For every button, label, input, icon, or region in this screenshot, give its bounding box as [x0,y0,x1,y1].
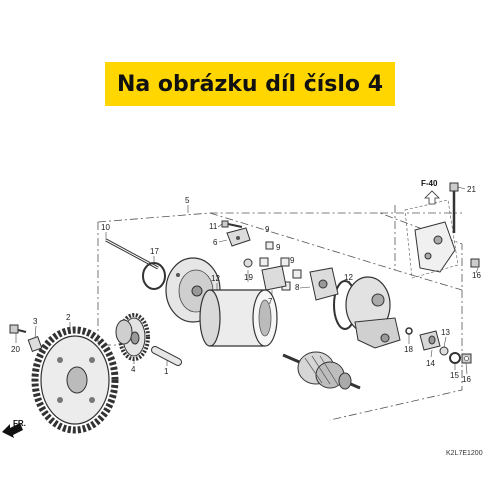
label-part-16-lower: 16 [462,375,471,384]
bolt-part-21 [449,182,459,233]
shaft-part-1 [151,346,182,366]
washer-part-15 [449,352,461,364]
label-part-15: 15 [450,371,459,380]
label-part-9c: 9 [290,256,295,265]
bolt-part-20 [9,324,27,334]
label-part-6: 6 [213,238,218,247]
label-part-20: 20 [11,345,20,354]
washer-part-19 [243,258,253,268]
label-part-21: 21 [467,185,476,194]
banner-text: Na obrázku díl číslo 4 [116,71,384,97]
label-part-16-upper: 16 [472,271,481,280]
brush-part-7 [261,265,287,291]
rear-cover [345,276,401,349]
washer-part-13 [439,346,449,356]
label-part-11: 11 [209,222,218,231]
screw-part-11 [221,220,243,228]
label-part-18: 18 [404,345,413,354]
assembly-outline [97,205,463,421]
terminal-part-14 [419,330,441,351]
motor-housing [199,289,278,347]
front-direction-arrow-icon [2,423,23,438]
label-part-2: 2 [66,313,71,322]
up-arrow-icon [424,190,440,205]
label-part-13: 13 [441,328,450,337]
highlight-banner: Na obrázku díl číslo 4 [105,62,395,106]
label-part-7: 7 [268,297,273,306]
label-part-14: 14 [426,359,435,368]
bracket-assembly-f40 [404,199,459,279]
direction-label: FR. [13,419,26,428]
label-part-8: 8 [295,283,300,292]
label-part-4: 4 [131,365,136,374]
label-part-5: 5 [185,196,190,205]
brush-holder-part-8 [309,267,339,301]
label-part-12-right: 12 [344,273,353,282]
bushing-part-3 [27,336,43,352]
large-gear-part-2 [31,326,119,434]
idle-gear-part-4 [115,313,150,361]
label-part-9a: 9 [265,225,270,234]
label-part-17: 17 [150,247,159,256]
label-part-3: 3 [33,317,38,326]
label-part-1: 1 [164,367,169,376]
label-part-9b: 9 [276,243,281,252]
label-part-19: 19 [244,273,253,282]
armature [282,351,361,390]
nut-part-16-upper [470,258,480,268]
label-part-10: 10 [101,223,110,232]
diagram-code: K2L7E1200 [446,450,483,457]
bracket-part-6 [226,227,251,247]
ref-label-f40: F-40 [421,179,438,188]
nut-part-16-lower [461,353,472,364]
leader-lines [15,186,479,375]
washer-part-18 [405,327,413,335]
label-part-12-left: 12 [211,274,220,283]
